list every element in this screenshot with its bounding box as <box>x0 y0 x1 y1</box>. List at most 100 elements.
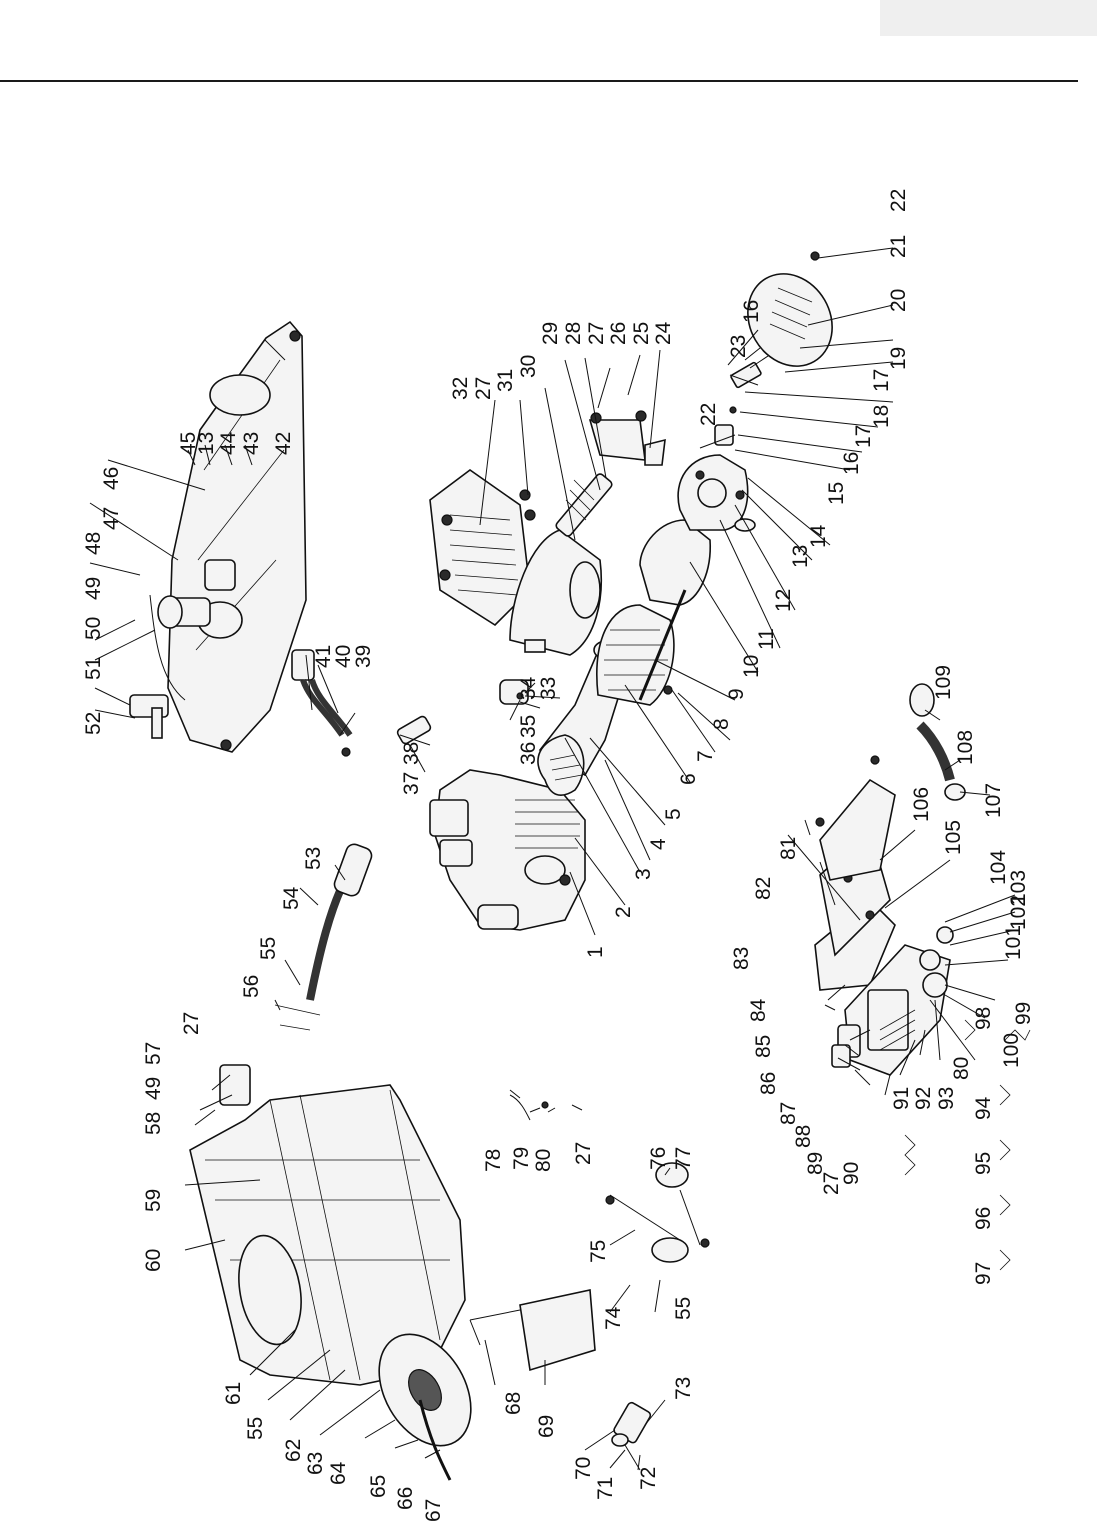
callout-17-b: 17 <box>870 369 893 392</box>
callout-42: 42 <box>272 432 295 455</box>
callout-2: 2 <box>612 906 635 918</box>
callout-38: 38 <box>400 742 423 765</box>
exhaust-gasket-and-flange <box>396 679 529 745</box>
callout-16: 16 <box>840 452 863 475</box>
callout-14: 14 <box>807 524 830 548</box>
callout-66: 66 <box>394 1487 417 1510</box>
callout-44: 44 <box>217 431 240 455</box>
callout-101: 101 <box>1002 925 1025 960</box>
callout-56: 56 <box>240 975 263 998</box>
muffler <box>509 529 603 656</box>
brush-assembly <box>714 406 737 446</box>
callout-labels: 1 2 3 4 5 6 7 8 9 10 11 12 13 14 15 16 1… <box>82 189 1035 1522</box>
callout-28: 28 <box>562 322 585 345</box>
callout-33: 33 <box>537 677 560 700</box>
callout-23: 23 <box>727 335 750 358</box>
callout-17: 17 <box>852 425 875 448</box>
callout-84: 84 <box>747 998 770 1022</box>
callout-88: 88 <box>792 1125 815 1148</box>
callout-36: 36 <box>517 742 540 765</box>
callout-48: 48 <box>82 532 105 555</box>
callout-24: 24 <box>652 321 675 345</box>
callout-15: 15 <box>825 482 848 505</box>
callout-100: 100 <box>1000 1033 1023 1068</box>
callout-16-b: 16 <box>740 300 763 323</box>
callout-55: 55 <box>257 937 280 960</box>
fuel-gauge <box>129 694 169 739</box>
callout-37: 37 <box>400 772 423 795</box>
foot-assembly <box>605 1162 710 1263</box>
callout-3: 3 <box>632 868 655 880</box>
callout-13-b: 13 <box>195 432 218 455</box>
callout-19: 19 <box>887 347 910 370</box>
callout-47: 47 <box>100 507 123 530</box>
callout-78: 78 <box>482 1149 505 1172</box>
ground-wire <box>509 1094 549 1121</box>
callout-21: 21 <box>887 235 910 258</box>
battery <box>469 1289 596 1372</box>
callout-68: 68 <box>502 1392 525 1415</box>
callout-26: 26 <box>607 322 630 345</box>
mount-bracket <box>219 1064 251 1106</box>
callout-10: 10 <box>740 655 763 678</box>
callout-107: 107 <box>982 783 1005 818</box>
callout-61: 61 <box>222 1382 245 1405</box>
callout-27-d: 27 <box>572 1142 595 1165</box>
callout-50: 50 <box>82 617 105 640</box>
fuel-cap-strainer <box>149 559 236 701</box>
callout-87: 87 <box>777 1102 800 1125</box>
callout-85: 85 <box>752 1035 775 1058</box>
callout-63: 63 <box>304 1452 327 1475</box>
callout-75: 75 <box>587 1240 610 1263</box>
parts-layer <box>89 247 1031 1481</box>
callout-55-c: 55 <box>672 1297 695 1320</box>
callout-11: 11 <box>755 628 778 650</box>
callout-20: 20 <box>887 289 910 312</box>
callout-95: 95 <box>972 1152 995 1175</box>
callout-45: 45 <box>177 432 200 455</box>
callout-8: 8 <box>710 718 733 730</box>
fuel-tank <box>167 320 307 753</box>
callout-32: 32 <box>449 377 472 400</box>
callout-55-b: 55 <box>244 1417 267 1440</box>
exhaust-pipe-spring <box>555 473 613 537</box>
callout-65: 65 <box>367 1475 390 1498</box>
callout-67: 67 <box>422 1499 445 1522</box>
callout-31: 31 <box>494 369 517 392</box>
callout-39: 39 <box>352 645 375 668</box>
callout-41: 41 <box>312 645 335 668</box>
callout-9: 9 <box>725 688 748 700</box>
callout-69: 69 <box>535 1415 558 1438</box>
callout-18: 18 <box>870 405 893 428</box>
callout-30: 30 <box>517 355 540 378</box>
callout-98: 98 <box>972 1007 995 1030</box>
callout-105: 105 <box>942 820 965 855</box>
callout-52: 52 <box>82 712 105 735</box>
callout-43: 43 <box>240 432 263 455</box>
callout-97: 97 <box>972 1262 995 1285</box>
callout-13: 13 <box>789 545 812 568</box>
callout-76: 76 <box>647 1147 670 1170</box>
starter-switch <box>831 1024 861 1068</box>
rear-end-bell <box>677 454 756 532</box>
callout-74: 74 <box>602 1306 625 1330</box>
fuel-valve-and-hose <box>291 649 353 757</box>
callout-92: 92 <box>912 1087 935 1110</box>
callout-35: 35 <box>517 715 540 738</box>
callout-53: 53 <box>302 847 325 870</box>
callout-25: 25 <box>630 322 653 345</box>
callout-90: 90 <box>840 1162 863 1185</box>
callout-62: 62 <box>282 1439 305 1462</box>
callout-108: 108 <box>954 730 977 765</box>
callout-46: 46 <box>100 467 123 490</box>
rear-cover <box>747 251 833 367</box>
callout-5: 5 <box>662 808 685 820</box>
callout-12: 12 <box>772 589 795 612</box>
callout-77: 77 <box>672 1147 695 1170</box>
callout-102: 102 <box>1007 895 1030 930</box>
callout-64: 64 <box>327 1461 350 1485</box>
handle-assembly <box>274 843 373 1031</box>
callout-80-b: 80 <box>950 1057 973 1080</box>
callout-27: 27 <box>585 322 608 345</box>
